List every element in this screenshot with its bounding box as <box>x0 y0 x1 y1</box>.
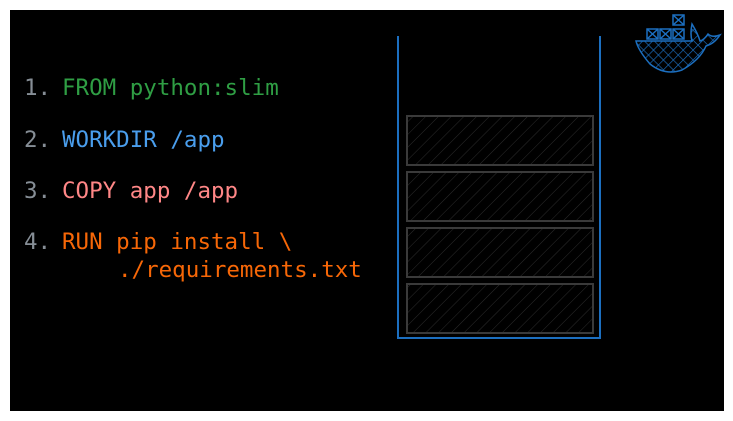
step-text: FROM python:slim <box>62 75 279 101</box>
docker-whale-icon <box>635 14 722 73</box>
container-outline <box>397 36 601 339</box>
step-text: WORKDIR /app <box>62 127 225 153</box>
step-number: 3. <box>24 178 52 204</box>
layer-1 <box>406 115 594 166</box>
canvas: 1. FROM python:slim 2. WORKDIR /app 3. COPY… <box>10 10 724 411</box>
image-stack-diagram <box>397 14 722 339</box>
step-continuation: ./requirements.txt <box>118 257 362 283</box>
step-text: RUN pip install \ <box>62 229 293 255</box>
layer-3 <box>406 227 594 278</box>
step-1: 1. FROM python:slim <box>24 74 279 102</box>
step-4: 4. RUN pip install \./requirements.txt <box>24 228 362 284</box>
layer-4 <box>406 283 594 334</box>
step-2: 2. WORKDIR /app <box>24 126 225 154</box>
step-number: 2. <box>24 127 52 153</box>
step-3: 3. COPY app /app <box>24 177 238 205</box>
layer-2 <box>406 171 594 222</box>
step-number: 1. <box>24 75 52 101</box>
step-number: 4. <box>24 229 52 255</box>
step-text: COPY app /app <box>62 178 239 204</box>
